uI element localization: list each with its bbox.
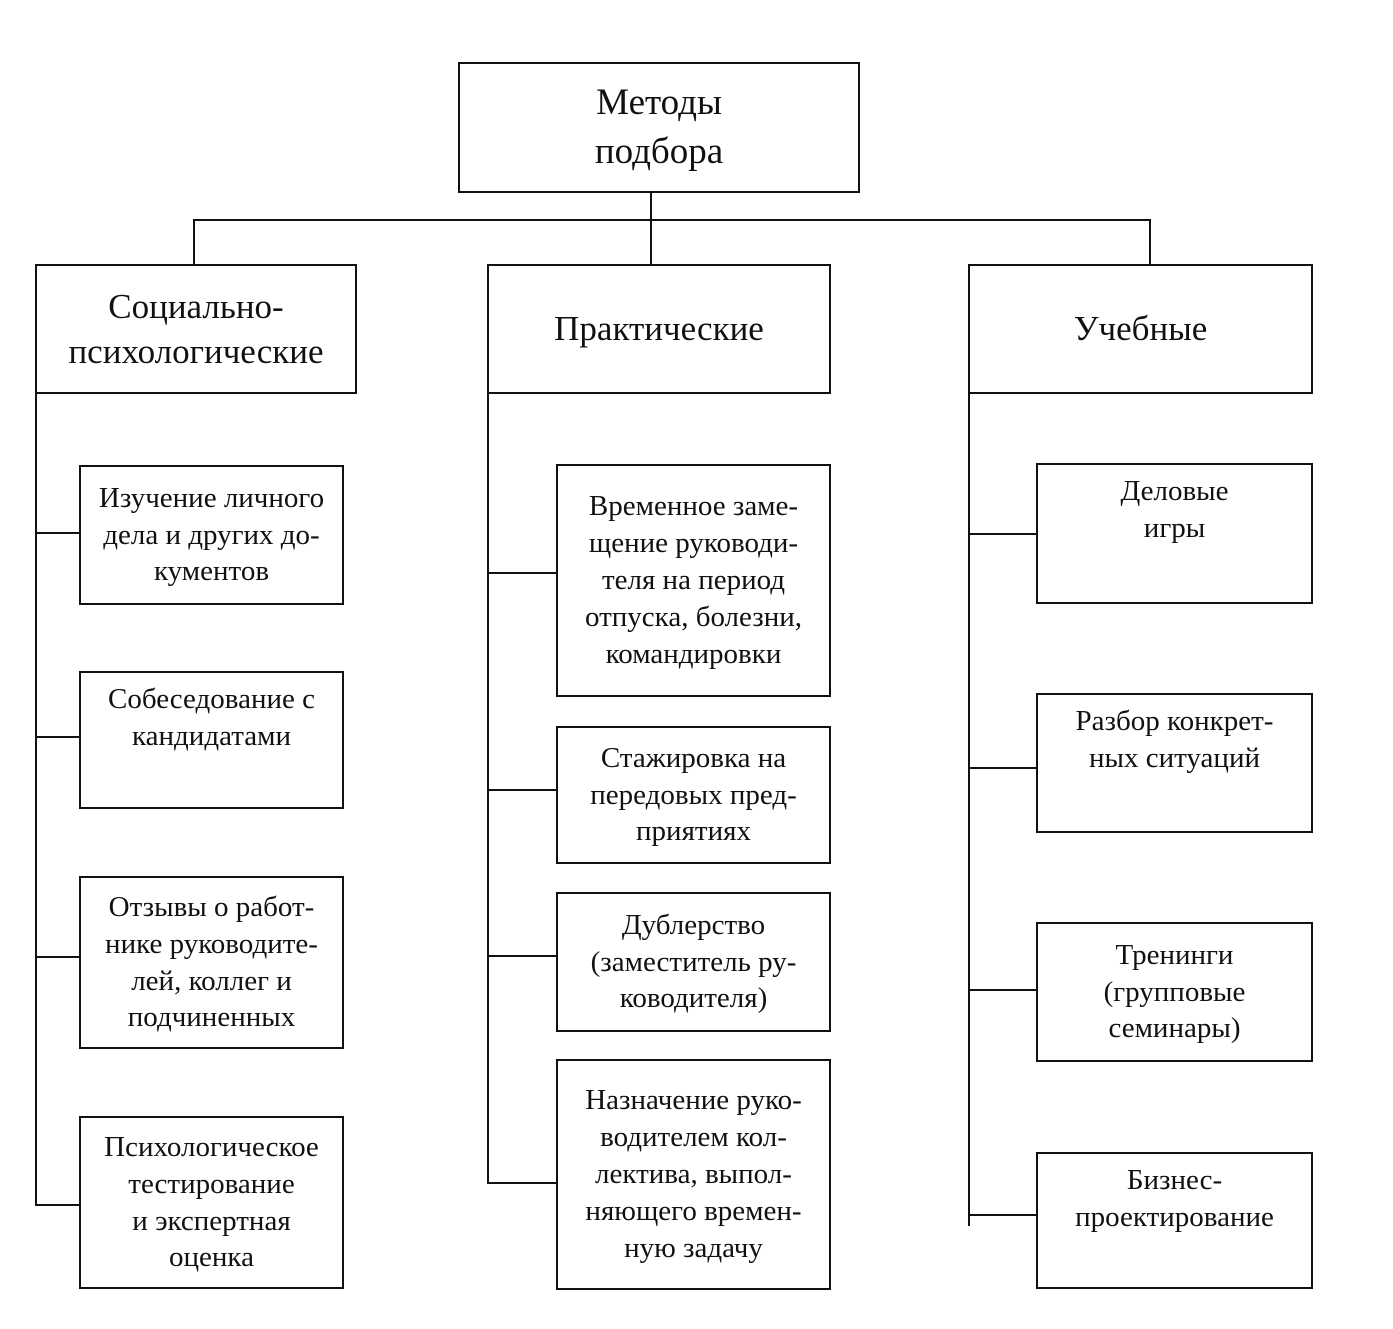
connector-to-social (193, 219, 195, 265)
spine-practical (487, 392, 489, 1184)
branch-training-1 (968, 533, 1036, 535)
branch-practical-1 (487, 572, 556, 574)
branch-social-4 (35, 1204, 79, 1206)
method-node: Тренинги (групповые семинары) (1036, 922, 1313, 1062)
branch-social-1 (35, 532, 79, 534)
connector-to-training (1149, 219, 1151, 265)
branch-practical-3 (487, 955, 556, 957)
branch-training-2 (968, 767, 1036, 769)
method-label: Изучение личного дела и других до- кумен… (98, 481, 325, 588)
method-node: Изучение личного дела и других до- кумен… (79, 465, 344, 605)
method-label: Деловые игры (1120, 475, 1229, 544)
root-node: Методы подбора (458, 62, 860, 193)
method-label: Стажировка на передовых пред- приятиях (590, 741, 797, 848)
branch-social-2 (35, 736, 79, 738)
branch-training-3 (968, 989, 1036, 991)
method-label: Временное заме- щение руководи- теля на … (584, 490, 803, 670)
connector-to-practical (650, 219, 652, 265)
method-node: Временное заме- щение руководи- теля на … (556, 464, 831, 697)
method-label: Бизнес- проектирование (1075, 1164, 1274, 1233)
method-node: Стажировка на передовых пред- приятиях (556, 726, 831, 864)
spine-social (35, 392, 37, 1206)
method-label: Психологическое тестирование и экспертна… (104, 1130, 319, 1274)
category-label: Практические (554, 309, 764, 349)
method-label: Тренинги (групповые семинары) (1103, 938, 1246, 1045)
method-label: Дублерство (заместитель ру- ководителя) (590, 908, 797, 1015)
method-node: Собеседование с кандидатами (79, 671, 344, 809)
category-training: Учебные (968, 264, 1313, 394)
method-node: Психологическое тестирование и экспертна… (79, 1116, 344, 1289)
method-node: Назначение руко- водителем кол- лектива,… (556, 1059, 831, 1290)
method-node: Деловые игры (1036, 463, 1313, 604)
branch-training-4 (968, 1214, 1036, 1216)
connector-top-bus (193, 219, 1151, 221)
spine-training (968, 392, 970, 1226)
branch-social-3 (35, 956, 79, 958)
method-node: Отзывы о работ- нике руководите- лей, ко… (79, 876, 344, 1049)
method-node: Дублерство (заместитель ру- ководителя) (556, 892, 831, 1032)
method-label: Собеседование с кандидатами (108, 683, 315, 752)
method-node: Разбор конкрет- ных ситуаций (1036, 693, 1313, 833)
connector-root-down (650, 192, 652, 220)
method-node: Бизнес- проектирование (1036, 1152, 1313, 1289)
category-label: Социально- психологические (68, 286, 324, 372)
category-practical: Практические (487, 264, 831, 394)
root-label: Методы подбора (594, 82, 724, 172)
method-label: Отзывы о работ- нике руководите- лей, ко… (105, 890, 318, 1034)
method-label: Назначение руко- водителем кол- лектива,… (585, 1084, 802, 1264)
branch-practical-2 (487, 789, 556, 791)
method-label: Разбор конкрет- ных ситуаций (1075, 705, 1274, 774)
branch-practical-4 (487, 1182, 556, 1184)
category-social-psychological: Социально- психологические (35, 264, 357, 394)
category-label: Учебные (1073, 309, 1208, 349)
